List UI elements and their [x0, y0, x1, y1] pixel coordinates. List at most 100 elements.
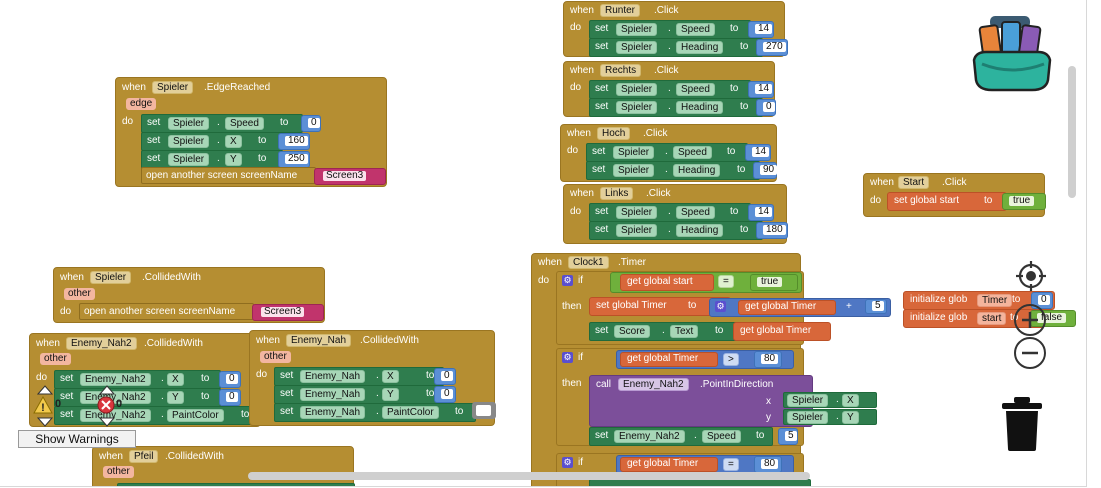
rechts-click-block[interactable]: when Rechts .Click do set Spieler . Spee…: [563, 61, 776, 117]
number-value[interactable]: 160: [285, 136, 308, 146]
property-dropdown[interactable]: Y: [382, 388, 399, 401]
set-speed-statement[interactable]: set Spieler . Speed to: [589, 20, 751, 39]
component-dropdown[interactable]: Links: [600, 187, 634, 200]
component-dropdown[interactable]: Spieler: [613, 146, 655, 159]
set-speed-statement[interactable]: set Spieler . Speed to: [586, 143, 748, 162]
number-value[interactable]: 5: [785, 431, 797, 441]
param-other[interactable]: other: [260, 351, 291, 363]
set-heading-statement[interactable]: set Spieler . Heading to: [589, 221, 763, 240]
number-block[interactable]: 14: [748, 204, 774, 221]
get-global-start[interactable]: get global start: [620, 274, 714, 291]
property-dropdown[interactable]: Speed: [673, 146, 712, 159]
hoch-click-block[interactable]: when Hoch .Click do set Spieler . Speed …: [560, 124, 778, 182]
clock1-timer-block[interactable]: when Clock1 .Timer do ⚙ if then get glob…: [531, 253, 891, 486]
number-value[interactable]: 0: [226, 392, 238, 402]
number-value[interactable]: 0: [226, 374, 238, 384]
warning-nav-arrows[interactable]: [30, 382, 140, 430]
boolean-block[interactable]: true: [750, 274, 798, 291]
number-block[interactable]: 80: [754, 456, 782, 473]
param-other[interactable]: other: [103, 466, 134, 478]
get-global-timer[interactable]: get global Timer: [620, 457, 718, 472]
links-click-block[interactable]: when Links .Click do set Spieler . Speed…: [563, 184, 788, 244]
component-dropdown[interactable]: Spieler: [616, 206, 658, 219]
component-dropdown[interactable]: Spieler: [616, 41, 658, 54]
open-screen-statement[interactable]: open another screen screenName: [79, 303, 254, 320]
screen-text-block[interactable]: Screen3: [314, 168, 386, 185]
property-dropdown[interactable]: Heading: [676, 224, 724, 237]
trash-icon[interactable]: [1000, 395, 1044, 453]
number-value[interactable]: 5: [872, 301, 884, 311]
get-global-timer[interactable]: get global Timer: [620, 352, 718, 367]
component-dropdown[interactable]: Spieler: [90, 271, 132, 284]
number-value[interactable]: 0: [1038, 295, 1050, 305]
runter-click-block[interactable]: when Runter .Click do set Spieler . Spee…: [563, 1, 788, 57]
number-block[interactable]: 0: [219, 371, 241, 388]
component-dropdown[interactable]: Enemy_Nah: [300, 370, 366, 383]
zoom-in-icon[interactable]: [1013, 303, 1047, 337]
number-block[interactable]: 0: [1031, 292, 1053, 309]
component-dropdown[interactable]: Spieler: [787, 411, 829, 424]
number-block[interactable]: 14: [748, 21, 774, 38]
number-value[interactable]: 270: [763, 42, 786, 52]
set-enemy-speed-statement[interactable]: set Enemy_Nah2 . Speed to: [589, 427, 773, 446]
text-value[interactable]: Screen3: [261, 307, 305, 317]
set-global-timer-statement[interactable]: set global Timer to: [589, 297, 731, 316]
component-dropdown[interactable]: Spieler: [616, 83, 658, 96]
initialize-global-start[interactable]: initialize glob start to: [903, 309, 1045, 328]
set-global-start-statement[interactable]: set global start to: [887, 192, 1007, 211]
component-dropdown[interactable]: Spieler: [616, 224, 658, 237]
number-value[interactable]: 0: [441, 389, 453, 399]
number-block[interactable]: 80: [754, 351, 782, 368]
component-dropdown[interactable]: Spieler: [613, 164, 655, 177]
component-dropdown[interactable]: Start: [898, 176, 930, 189]
component-dropdown[interactable]: Enemy_Nah: [286, 334, 352, 347]
set-x-statement[interactable]: set Enemy_Nah2 . X to: [54, 370, 221, 389]
mutator-gear-icon[interactable]: ⚙: [562, 457, 573, 468]
component-dropdown[interactable]: Spieler: [787, 394, 829, 407]
component-dropdown[interactable]: Enemy_Nah: [300, 388, 366, 401]
number-block[interactable]: 0: [434, 386, 456, 403]
global-name-field[interactable]: start: [977, 312, 1007, 325]
start-click-block[interactable]: when Start .Click do set global start to…: [863, 173, 1046, 217]
component-dropdown[interactable]: Runter: [600, 4, 641, 17]
component-dropdown[interactable]: Enemy_Nah2: [80, 373, 151, 386]
number-block[interactable]: 180: [756, 222, 788, 239]
property-dropdown[interactable]: Heading: [676, 101, 724, 114]
get-global-timer[interactable]: get global Timer: [738, 300, 836, 315]
component-dropdown[interactable]: Spieler: [616, 101, 658, 114]
vertical-scrollbar[interactable]: [1068, 66, 1076, 198]
property-dropdown[interactable]: Speed: [702, 430, 741, 443]
set-paintcolor-statement[interactable]: set Enemy_Nah . PaintColor to: [274, 403, 476, 422]
component-dropdown[interactable]: Spieler: [168, 153, 210, 166]
property-dropdown[interactable]: Speed: [225, 117, 264, 130]
text-value[interactable]: Screen3: [323, 171, 367, 181]
component-dropdown[interactable]: Spieler: [152, 81, 194, 94]
set-x-statement[interactable]: set Enemy_Nah . X to: [274, 367, 444, 386]
property-dropdown[interactable]: Heading: [676, 41, 724, 54]
component-dropdown[interactable]: Rechts: [600, 64, 642, 77]
spieler-collidedwith-block[interactable]: when Spieler .CollidedWith other do open…: [53, 267, 325, 323]
screen-text-block[interactable]: Screen3: [252, 304, 324, 321]
number-block[interactable]: 14: [745, 144, 771, 161]
show-warnings-button[interactable]: Show Warnings: [18, 430, 136, 448]
component-dropdown[interactable]: Hoch: [597, 127, 631, 140]
set-y-statement[interactable]: set Enemy_Nah . Y to: [274, 385, 444, 404]
mutator-gear-icon[interactable]: ⚙: [562, 352, 573, 363]
property-dropdown[interactable]: X: [382, 370, 399, 383]
property-dropdown[interactable]: PaintColor: [167, 409, 224, 422]
component-dropdown[interactable]: Score: [614, 325, 651, 338]
backpack-icon[interactable]: [968, 12, 1058, 96]
component-dropdown[interactable]: Pfeil: [129, 450, 159, 463]
enemy-nah-collidedwith-block[interactable]: when Enemy_Nah .CollidedWith other do se…: [249, 330, 496, 426]
operator-dropdown[interactable]: =: [723, 458, 739, 471]
mutator-gear-icon[interactable]: ⚙: [562, 275, 573, 286]
property-dropdown[interactable]: Y: [225, 153, 242, 166]
global-name-field[interactable]: Timer: [977, 294, 1013, 307]
set-heading-statement[interactable]: set Spieler . Heading to: [589, 98, 763, 117]
number-block[interactable]: 270: [756, 39, 788, 56]
initialize-global-timer[interactable]: initialize glob Timer to: [903, 291, 1055, 310]
number-block[interactable]: 0: [434, 368, 456, 385]
number-value[interactable]: 80: [761, 354, 779, 364]
property-dropdown[interactable]: Text: [670, 325, 699, 338]
number-block[interactable]: 250: [278, 151, 310, 168]
